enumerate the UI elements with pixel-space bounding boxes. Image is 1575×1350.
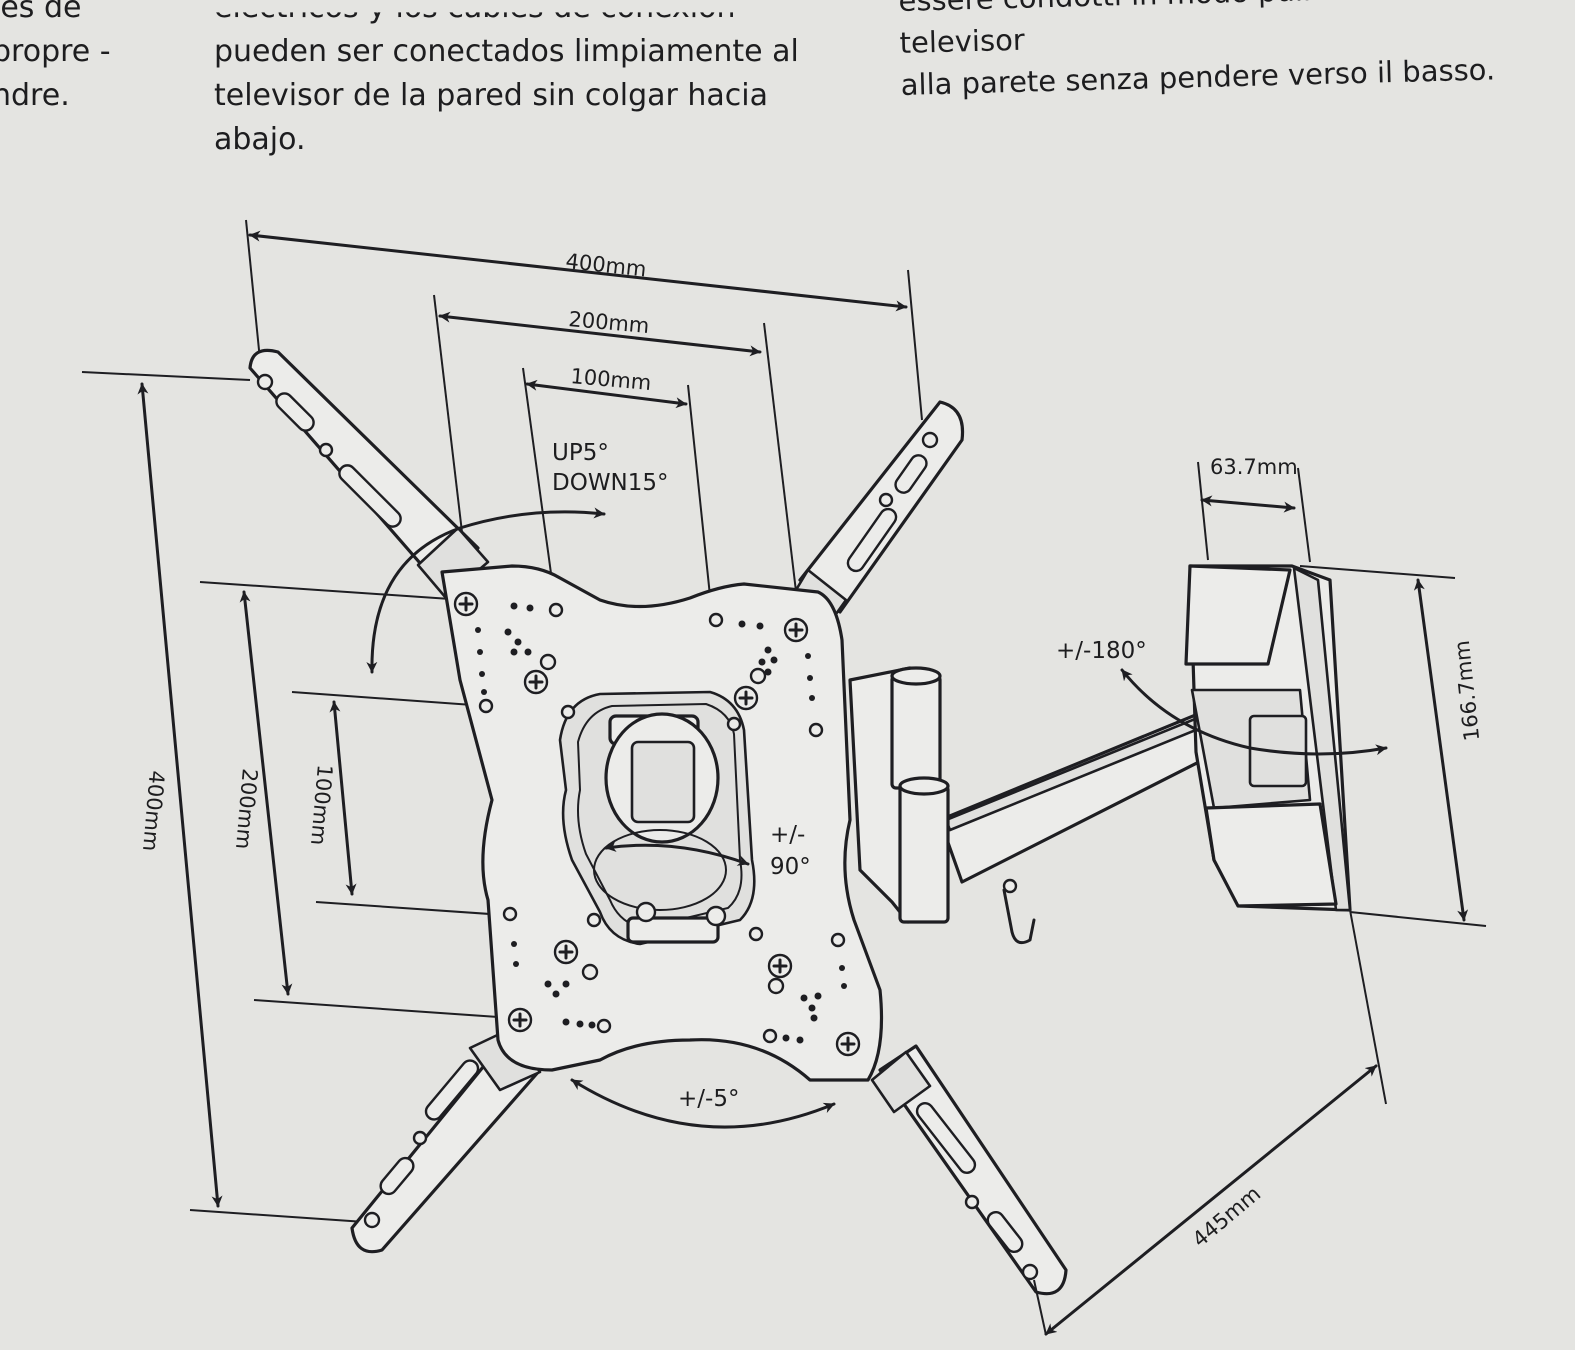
rotation-label-line1: +/-: [770, 822, 805, 848]
french-line-3: ndre.: [0, 78, 70, 113]
tilt-up-label: UP5°: [552, 440, 609, 466]
dimension-label-v200: 200mm: [231, 768, 262, 851]
french-line-1: les de: [0, 0, 82, 25]
vesa-plate: [440, 564, 884, 1082]
dimension-label-v400: 400mm: [138, 770, 169, 853]
spanish-line-2: pueden ser conectados limpiamente al: [214, 34, 799, 69]
rotation-annotation: +/- 90°: [604, 822, 811, 880]
dimension-label-extension: 445mm: [1188, 1181, 1265, 1251]
dimension-400-vertical: 400mm: [137, 382, 223, 1208]
dimension-label-depth: 63.7mm: [1210, 455, 1298, 479]
dimension-label-v100: 100mm: [306, 764, 337, 847]
spanish-text-block: eléctricos y los cables de conexión pued…: [214, 0, 810, 162]
dimension-extension: 445mm: [1033, 909, 1387, 1336]
tilt-down-label: DOWN15°: [552, 470, 669, 496]
swivel-annotation: +/-180°: [1056, 638, 1388, 756]
dimension-200-vertical: 200mm: [231, 590, 293, 996]
wall-plate: [1184, 564, 1352, 912]
arm-bottom-left: [350, 1028, 542, 1254]
dimension-label-h200: 200mm: [568, 307, 651, 338]
tilt-annotation: UP5° DOWN15°: [366, 440, 669, 674]
spanish-line-1: eléctricos y los cables de conexión: [214, 0, 736, 25]
dimension-100-vertical: 100mm: [306, 700, 357, 896]
arm-top-left: [248, 348, 490, 600]
level-label: +/-5°: [678, 1086, 739, 1112]
french-text-block: les de propre - ndre.: [0, 0, 142, 118]
dimension-label-h400: 400mm: [564, 249, 647, 281]
dimension-100-horizontal: 100mm: [525, 364, 688, 409]
dimension-depth: 63.7mm: [1197, 455, 1311, 563]
spanish-line-3: televisor de la pared sin colgar hacia: [214, 78, 768, 113]
rotation-label-line2: 90°: [770, 854, 811, 880]
dimension-label-plate-height: 166.7mm: [1450, 639, 1484, 742]
dimension-400-horizontal: 400mm: [248, 230, 908, 312]
french-line-2: propre -: [0, 34, 111, 69]
spanish-line-4: abajo.: [214, 122, 306, 157]
swivel-label: +/-180°: [1056, 638, 1147, 664]
dimension-200-horizontal: 200mm: [438, 307, 762, 357]
arm-bottom-right: [870, 1044, 1068, 1296]
level-annotation: +/-5°: [570, 1078, 836, 1129]
